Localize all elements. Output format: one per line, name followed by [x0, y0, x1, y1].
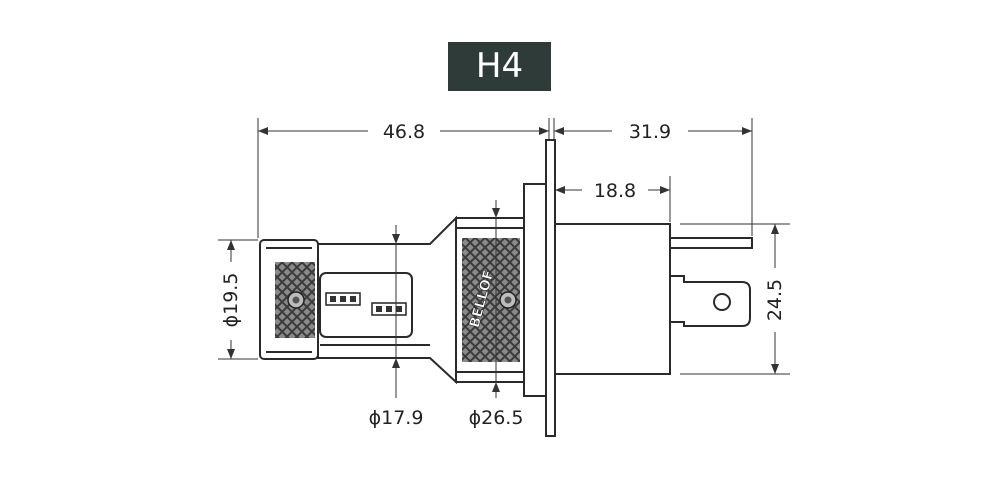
- neck-diameter-label: ϕ17.9: [369, 407, 424, 429]
- flange: [545, 139, 556, 437]
- overall-length-label: 46.8: [383, 121, 425, 143]
- dimension-lines: [218, 118, 790, 398]
- base-socket: [554, 223, 671, 375]
- flange-diameter-label: ϕ26.5: [469, 407, 524, 429]
- rear-length-label: 31.9: [629, 121, 671, 143]
- collar: [523, 183, 547, 397]
- bulb-type-label: H4: [475, 46, 524, 86]
- dimension-labels: 46.8 31.9 18.8 ϕ19.5 24.5 ϕ17.9 ϕ26.5: [220, 121, 786, 429]
- terminal-pin: [670, 237, 753, 249]
- bulb-type-badge: H4: [448, 42, 551, 91]
- led-chip: [325, 292, 407, 316]
- heatsink-diameter-label: ϕ19.5: [220, 273, 242, 328]
- terminal-tab: [670, 275, 751, 327]
- terminal-hole: [713, 293, 731, 311]
- base-height-label: 24.5: [764, 279, 786, 321]
- bulb-body: BELLOF: [259, 139, 753, 437]
- base-to-flange-label: 18.8: [594, 180, 636, 202]
